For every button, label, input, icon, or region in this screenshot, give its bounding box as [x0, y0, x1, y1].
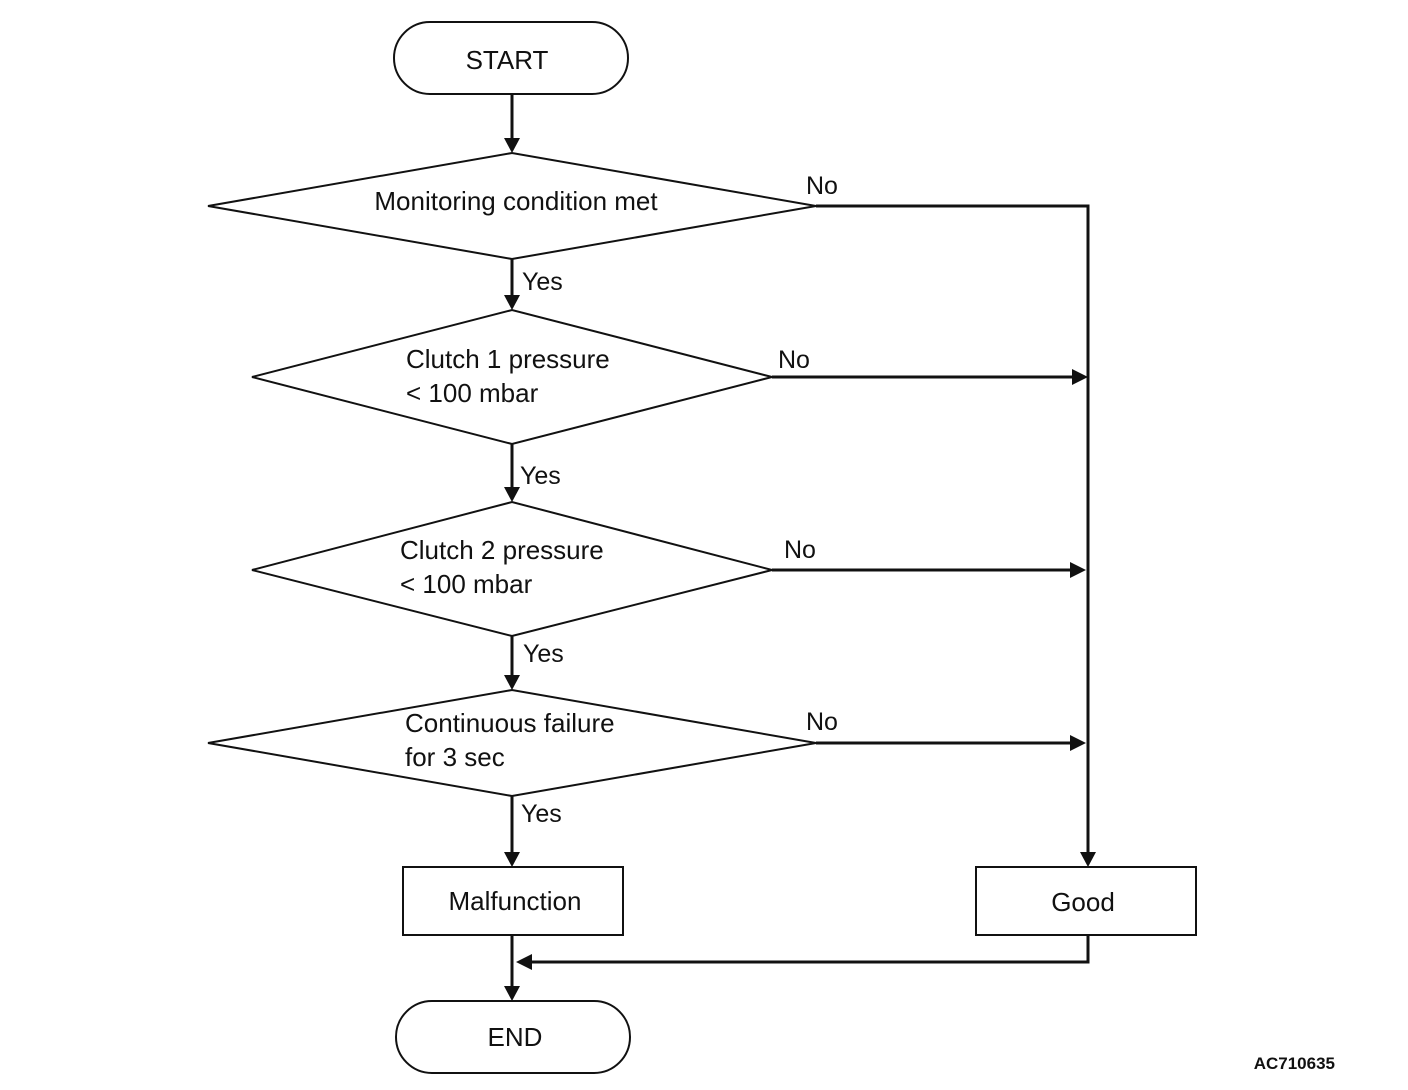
decision-clutch1-label-line1: Clutch 1 pressure: [406, 344, 610, 374]
edge-label-no-continuous: No: [806, 708, 838, 736]
edge-label-yes-clutch1: Yes: [520, 462, 561, 490]
arrowhead-malfunction-to-end: [504, 986, 520, 1001]
decision-clutch2-label-line1: Clutch 2 pressure: [400, 535, 604, 565]
decision-clutch1-label-line2: < 100 mbar: [406, 378, 539, 408]
arrowhead-good-to-end: [516, 954, 532, 970]
arrowhead-no-to-good: [1080, 852, 1096, 867]
malfunction-box: [402, 866, 624, 936]
arrowhead-clutch2-no: [1070, 562, 1086, 578]
arrowhead-monitoring-to-clutch1: [504, 295, 520, 310]
start-label: START: [466, 45, 549, 75]
edge-label-yes-clutch2: Yes: [523, 640, 564, 668]
edge-label-yes-continuous: Yes: [521, 800, 562, 828]
edge-good-to-end: [530, 935, 1090, 964]
arrowhead-clutch1-to-clutch2: [504, 487, 520, 502]
end-terminal: [395, 1000, 631, 1074]
decision-clutch1-pressure: [251, 308, 773, 446]
decision-continuous-label-line2: for 3 sec: [405, 742, 505, 772]
arrowhead-continuous-no: [1070, 735, 1086, 751]
decision-continuous-failure: [207, 688, 817, 798]
arrowhead-clutch2-to-continuous: [504, 675, 520, 690]
arrowhead-continuous-to-malfunction: [504, 852, 520, 867]
edge-label-no-clutch1: No: [778, 346, 810, 374]
good-label: Good: [1051, 887, 1115, 917]
decision-clutch2-label-line2: < 100 mbar: [400, 569, 533, 599]
decision-monitoring-label: Monitoring condition met: [374, 186, 658, 216]
malfunction-label: Malfunction: [449, 886, 582, 916]
edge-label-no-monitoring: No: [806, 172, 838, 200]
figure-id: AC710635: [1254, 1054, 1335, 1073]
edge-label-yes-monitoring: Yes: [522, 268, 563, 296]
good-box: [975, 866, 1197, 936]
end-label: END: [488, 1022, 543, 1052]
edge-label-no-clutch2: No: [784, 536, 816, 564]
edge-monitoring-no-to-good: [816, 204, 1090, 854]
arrowhead-clutch1-no: [1072, 369, 1088, 385]
decision-continuous-label-line1: Continuous failure: [405, 708, 615, 738]
arrowhead-start-to-monitoring: [504, 138, 520, 153]
